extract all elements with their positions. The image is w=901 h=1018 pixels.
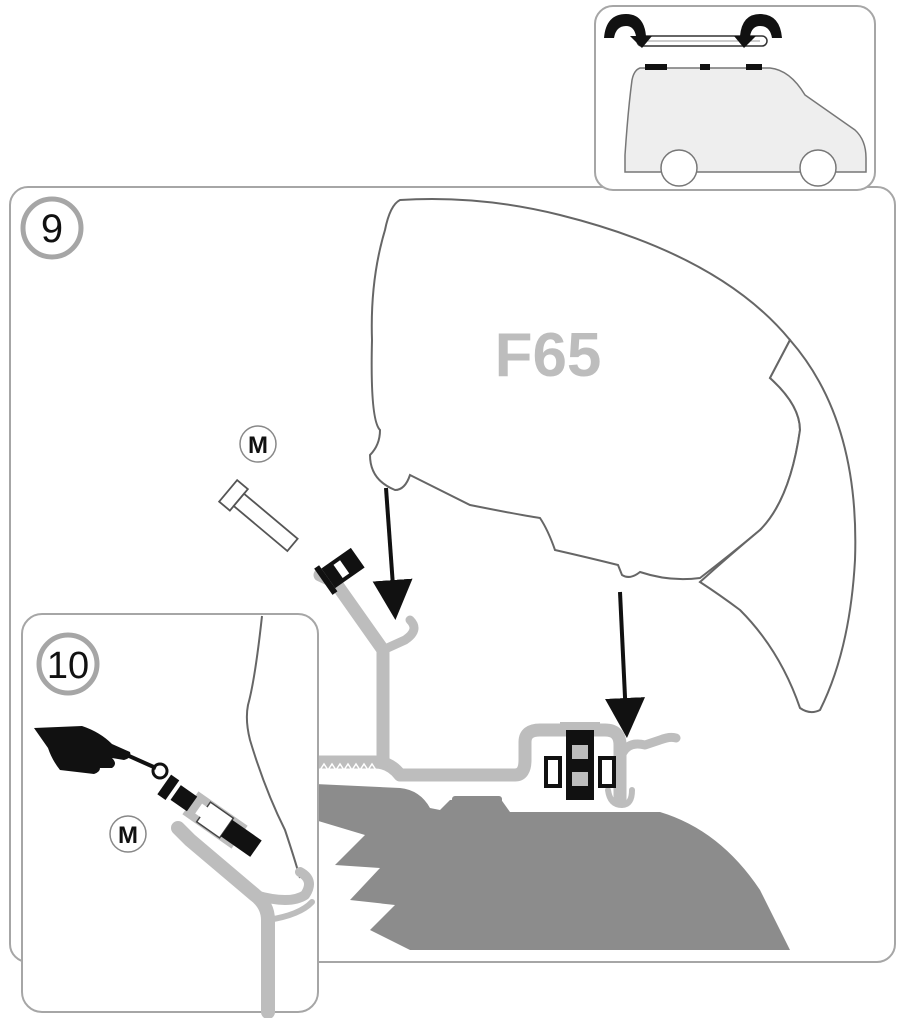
step9-badge: 9 xyxy=(23,199,81,257)
part-label-m-step10: M xyxy=(110,816,146,852)
roof-mount xyxy=(700,64,710,70)
down-arrow-icon xyxy=(620,592,626,718)
part-label-m-top: M xyxy=(240,426,276,462)
van-rear-wheel xyxy=(800,150,836,186)
down-arrow-icon xyxy=(386,488,394,600)
bolt xyxy=(219,480,301,555)
product-label: F65 xyxy=(495,321,602,390)
roof-bump xyxy=(452,796,502,812)
part-label-m: M xyxy=(118,822,138,849)
step9-number: 9 xyxy=(41,207,63,251)
step10-number: 10 xyxy=(47,645,89,687)
van-overview-inset xyxy=(595,6,875,190)
step10-inset: M 10 xyxy=(22,614,318,1012)
roof-mount xyxy=(746,64,762,70)
vehicle-roof xyxy=(315,784,790,950)
van-front-wheel xyxy=(661,150,697,186)
part-label-m: M xyxy=(248,432,268,459)
roof-mount xyxy=(645,64,667,70)
